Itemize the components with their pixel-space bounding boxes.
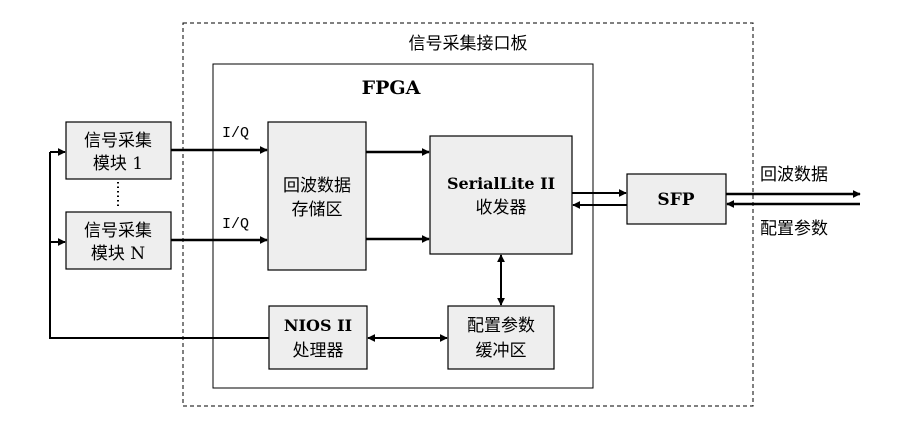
output-label-config-params: 配置参数 bbox=[760, 219, 828, 239]
config-buffer-line1: 配置参数 bbox=[467, 316, 535, 336]
serial-transceiver-box bbox=[429, 135, 573, 255]
acq-module-n-box bbox=[65, 211, 172, 270]
iq-label-bottom: I/Q bbox=[222, 216, 249, 233]
acq-module-1-line2: 模块 1 bbox=[93, 154, 143, 174]
echo-storage-box bbox=[267, 121, 367, 271]
echo-storage-line1: 回波数据 bbox=[283, 176, 351, 196]
config-buffer-box bbox=[447, 305, 555, 370]
serial-transceiver-line1: SerialLite II bbox=[447, 174, 555, 193]
nios-line2: 处理器 bbox=[293, 341, 344, 361]
sfp-label: SFP bbox=[657, 190, 694, 210]
acq-module-n-line1: 信号采集 bbox=[84, 221, 152, 241]
acq-module-n-line2: 模块 N bbox=[91, 244, 145, 264]
config-buffer-line2: 缓冲区 bbox=[476, 341, 527, 361]
acq-module-1-box bbox=[65, 121, 172, 180]
nios-line1: NIOS II bbox=[284, 316, 352, 335]
nios-control-feedback-line bbox=[49, 152, 269, 339]
interface-board-title: 信号采集接口板 bbox=[409, 34, 528, 54]
sfp-box bbox=[626, 173, 727, 225]
output-label-echo-data: 回波数据 bbox=[760, 165, 828, 185]
fpga-frame bbox=[212, 63, 594, 389]
serial-transceiver-line2: 收发器 bbox=[476, 198, 527, 218]
acq-module-1-line1: 信号采集 bbox=[84, 131, 152, 151]
fpga-title: FPGA bbox=[362, 77, 421, 99]
iq-label-top: I/Q bbox=[222, 125, 249, 142]
echo-storage-line2: 存储区 bbox=[292, 200, 343, 220]
